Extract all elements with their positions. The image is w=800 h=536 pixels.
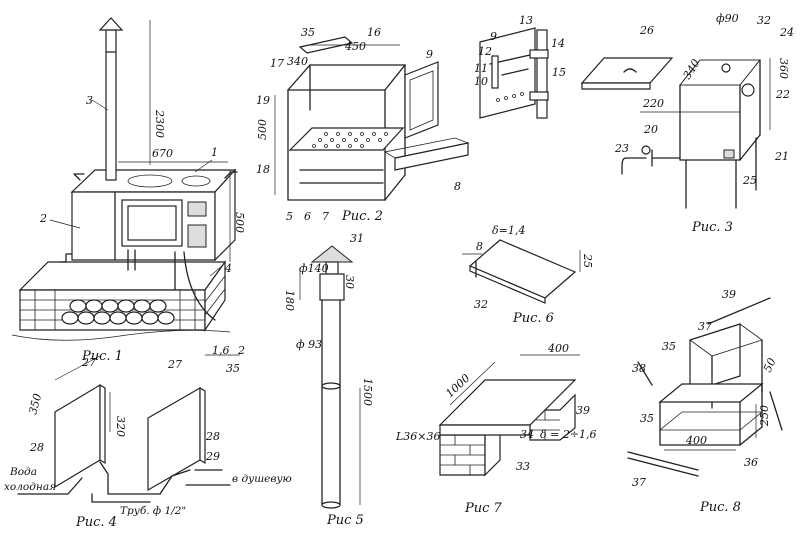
fig2-callout-7: 7 <box>322 210 329 223</box>
fig7-callout-33: 33 <box>516 460 530 473</box>
fig4-callout-28b: 28 <box>205 430 220 443</box>
fig8-callout-35b: 35 <box>640 412 654 425</box>
fig8-callout-39: 39 <box>722 288 736 301</box>
latch-callout-10: 10 <box>474 75 488 88</box>
fig2-dim-340: 340 <box>287 55 308 68</box>
figure-1-stove <box>11 17 238 341</box>
fig8-dim-400: 400 <box>685 434 707 447</box>
fig4-label-cold: холодная <box>4 481 56 493</box>
fig7-caption: Рис 7 <box>464 501 503 516</box>
fig2-callout-6: 6 <box>304 210 311 223</box>
fig6-dim-25: 25 <box>581 253 594 268</box>
latch-callout-13: 13 <box>519 14 533 27</box>
fig4-dim-1-6: 1,6 <box>212 344 230 357</box>
fig8-callout-36: 36 <box>744 456 758 469</box>
fig3-dim-32: 32 <box>757 14 771 27</box>
latch-callout-14: 14 <box>551 37 565 50</box>
fig6-dim-thickness: δ=1,4 <box>492 224 525 237</box>
figure-2-latch-detail <box>479 27 549 119</box>
fig8-callout-35a: 35 <box>662 340 676 353</box>
fig5-caption: Рис 5 <box>326 513 364 528</box>
latch-callout-12: 12 <box>478 45 492 58</box>
fig4-dim-320: 320 <box>114 416 127 437</box>
fig3-callout-20: 20 <box>643 123 658 136</box>
fig8-callout-37a: 37 <box>698 320 712 333</box>
fig2-callout-8: 8 <box>454 180 461 193</box>
fig2-callout-17: 17 <box>270 57 284 70</box>
figure-3-water-tank <box>580 57 771 209</box>
fig7-dim-thickness: δ = 2÷1,6 <box>540 428 597 441</box>
fig2-dim-35: 35 <box>301 26 315 39</box>
fig1-dim-height: 2300 <box>153 109 166 138</box>
fig7-callout-39: 39 <box>576 404 590 417</box>
figure-2-firebox <box>274 36 470 201</box>
fig5-callout-31: 31 <box>350 232 364 245</box>
fig4-callout-27b: 27 <box>167 358 182 371</box>
figure-7-bench <box>438 354 580 477</box>
fig1-dim-width: 670 <box>152 147 173 160</box>
fig4-callout-28a: 28 <box>29 441 44 454</box>
figure-4-heating-panels <box>17 354 240 503</box>
fig8-caption: Рис. 8 <box>699 500 741 515</box>
figure-6-shelf <box>462 239 581 304</box>
fig5-dim-30: 30 <box>343 275 356 289</box>
fig5-dim-d93: ф 93 <box>296 338 322 351</box>
fig3-dim-360: 360 <box>777 58 790 79</box>
fig2-callout-9: 9 <box>426 48 433 61</box>
fig6-callout-32: 32 <box>474 298 488 311</box>
fig1-callout-4: 4 <box>224 262 232 275</box>
fig4-callout-29: 29 <box>205 450 220 463</box>
fig3-callout-23: 23 <box>614 142 629 155</box>
fig8-dim-250: 250 <box>758 405 771 427</box>
fig3-callout-25: 25 <box>742 174 757 187</box>
fig1-callout-3: 3 <box>86 94 93 107</box>
fig2-callout-16: 16 <box>367 26 381 39</box>
latch-callout-15: 15 <box>552 66 566 79</box>
fig2-callout-19: 19 <box>256 94 270 107</box>
fig4-callout-27a: 27 <box>81 356 96 369</box>
fig8-callout-37b: 37 <box>632 476 646 489</box>
fig6-dim-8: 8 <box>476 240 483 253</box>
fig4-dim-350: 350 <box>26 392 44 416</box>
latch-callout-9: 9 <box>490 30 497 43</box>
fig3-callout-26: 26 <box>639 24 654 37</box>
fig7-dim-400: 400 <box>547 342 569 355</box>
fig5-dim-180: 180 <box>283 290 296 311</box>
fig3-dim-220: 220 <box>642 97 664 110</box>
fig4-dim-35: 35 <box>226 362 240 375</box>
fig6-caption: Рис. 6 <box>512 311 554 326</box>
fig3-dim-d90: ф90 <box>716 12 739 25</box>
fig5-dim-1500: 1500 <box>361 378 374 406</box>
fig3-callout-24: 24 <box>779 26 794 39</box>
figure-8-rack <box>627 297 783 477</box>
fig1-callout-2: 2 <box>39 212 47 225</box>
fig7-callout-34: 34 <box>520 428 534 441</box>
fig7-dim-1000: 1000 <box>443 372 472 401</box>
fig4-label-water: Вода <box>9 466 37 478</box>
latch-callout-11: 11 <box>474 62 488 75</box>
fig2-dim-450: 450 <box>344 40 366 53</box>
fig5-dim-d140: ф140 <box>299 262 329 275</box>
fig4-dim-2: 2 <box>237 344 245 357</box>
fig3-caption: Рис. 3 <box>691 220 733 235</box>
fig3-callout-21: 21 <box>774 150 789 163</box>
fig4-label-shower: в душевую <box>232 473 292 485</box>
fig2-callout-5: 5 <box>286 210 293 223</box>
fig7-angle-label: L36×36 <box>395 430 441 443</box>
fig3-callout-22: 22 <box>775 88 790 101</box>
figure-5-chimney-pipe <box>299 245 361 509</box>
fig4-caption: Рис. 4 <box>75 515 117 530</box>
fig2-dim-500: 500 <box>256 119 269 140</box>
fig1-callout-1: 1 <box>211 146 218 159</box>
fig1-dim-depth: 500 <box>233 212 246 233</box>
fig8-callout-38: 38 <box>632 362 646 375</box>
fig4-label-pipe: Труб. ф 1/2" <box>120 505 186 517</box>
fig8-dim-50: 50 <box>761 356 779 374</box>
fig2-callout-18: 18 <box>256 163 270 176</box>
fig2-caption: Рис. 2 <box>341 209 383 224</box>
